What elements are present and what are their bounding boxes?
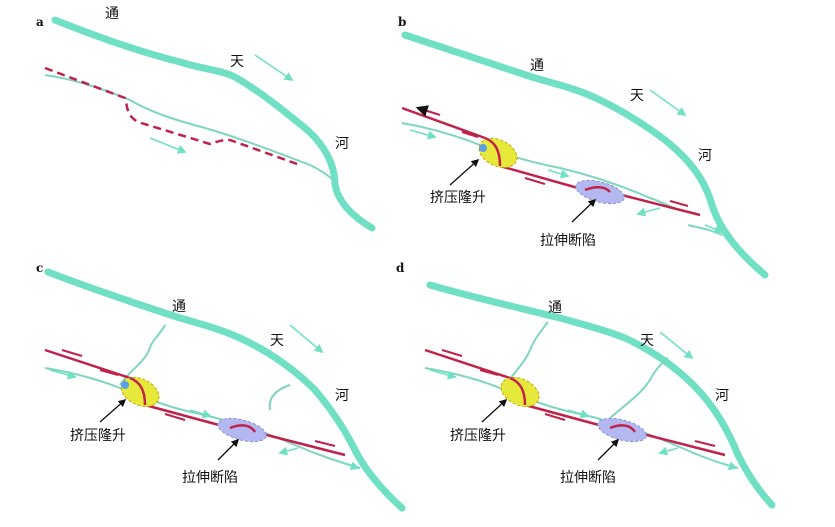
fault-arrow — [164, 413, 186, 421]
fault-arrow — [524, 177, 546, 185]
main-river — [401, 31, 769, 279]
fault-arrow — [99, 369, 119, 376]
flow-arrow — [704, 224, 724, 234]
subsidence-fault-bend — [229, 424, 257, 433]
label-pointer — [217, 438, 240, 461]
fault-arrow — [669, 200, 689, 207]
river-char-he: 河 — [715, 388, 729, 404]
flow-arrow — [636, 207, 661, 217]
panel-b: b 通 天 河 挤压隆升 拉伸断 — [398, 15, 769, 279]
label-pointer — [449, 158, 480, 186]
uplift-fault-bend — [509, 376, 527, 406]
subsidence-zone — [597, 417, 647, 443]
fault-arrow — [694, 440, 716, 447]
fault-line — [609, 190, 701, 217]
tributary-branch — [268, 384, 291, 411]
fault-arrow — [544, 413, 566, 421]
tributary-branch — [119, 324, 166, 386]
flow-arrow — [547, 169, 570, 179]
uplift-label: 挤压隆升 — [70, 428, 126, 444]
panel-c: c 通 天 河 挤压隆升 拉伸断陷 — [36, 261, 406, 512]
subsidence-fault-bend — [609, 424, 637, 433]
fault-arrow — [461, 131, 479, 138]
flow-arrow — [289, 324, 324, 354]
subsidence-zone — [575, 179, 625, 205]
panel-letter: b — [398, 15, 406, 29]
flow-arrow — [339, 461, 360, 470]
fault-arrow — [61, 349, 83, 357]
flow-arrow — [567, 409, 590, 419]
fault-arrow — [314, 440, 336, 447]
label-pointer — [571, 198, 597, 223]
panel-letter: c — [36, 261, 43, 275]
uplift-zone — [120, 376, 160, 408]
river-char-tong: 通 — [172, 299, 186, 315]
spring-spot — [479, 144, 487, 152]
panel-a: a 通 天 河 — [36, 6, 376, 232]
tributary — [401, 122, 681, 211]
flow-arrow — [717, 461, 738, 470]
river-char-he: 河 — [335, 136, 349, 152]
spring-spot — [121, 381, 129, 389]
fault-line-dashed — [44, 66, 301, 167]
fault-arrow — [415, 105, 441, 117]
main-river — [44, 268, 406, 512]
panel-letter: d — [396, 261, 405, 275]
flow-arrow — [254, 54, 294, 82]
panel-d: d 通 天 河 挤压隆升 拉伸断陷 — [396, 261, 776, 509]
fault-line — [524, 403, 611, 430]
uplift-fault-bend — [484, 136, 502, 167]
tributary — [687, 224, 723, 236]
fault-line — [44, 348, 131, 380]
uplift-fault-bend — [129, 376, 147, 406]
label-pointer — [481, 398, 508, 423]
river-char-tian: 天 — [640, 333, 654, 349]
river-char-tian: 天 — [630, 88, 644, 104]
fault-line — [424, 348, 511, 380]
flow-arrow — [659, 331, 694, 360]
fault-arrow — [441, 349, 463, 357]
flow-arrow — [49, 369, 77, 380]
fault-line — [634, 430, 726, 457]
label-pointer — [99, 398, 127, 423]
flow-arrow — [278, 446, 299, 456]
flow-arrow — [649, 89, 687, 117]
subsidence-label: 拉伸断陷 — [560, 470, 616, 486]
subsidence-fault-bend — [584, 186, 611, 193]
tributary-branch — [609, 357, 669, 419]
main-river — [51, 16, 376, 232]
tributary-branch — [504, 321, 549, 386]
flow-arrow — [189, 409, 212, 419]
river-char-tian: 天 — [270, 333, 284, 349]
main-river — [426, 281, 776, 509]
subsidence-label: 拉伸断陷 — [182, 470, 238, 486]
tributary — [44, 367, 361, 469]
subsidence-label: 拉伸断陷 — [540, 233, 596, 249]
river-char-tong: 通 — [105, 6, 119, 22]
uplift-label: 挤压隆升 — [430, 190, 486, 206]
river-char-tian: 天 — [230, 54, 244, 70]
fault-line — [254, 430, 346, 457]
flow-arrow — [429, 369, 457, 380]
fault-line — [499, 164, 586, 192]
tributary — [44, 74, 334, 181]
label-pointer — [597, 438, 620, 461]
flow-arrow — [149, 137, 187, 154]
river-char-he: 河 — [335, 388, 349, 404]
uplift-zone — [500, 376, 540, 408]
panel-letter: a — [36, 15, 44, 29]
river-char-tong: 通 — [530, 58, 544, 74]
fault-arrow — [479, 369, 499, 376]
river-char-tong: 通 — [548, 300, 562, 316]
subsidence-zone — [217, 417, 267, 443]
uplift-label: 挤压隆升 — [450, 428, 506, 444]
flow-arrow — [409, 129, 437, 140]
river-char-he: 河 — [698, 148, 712, 164]
fault-line — [144, 403, 231, 430]
flow-arrow — [658, 446, 679, 456]
